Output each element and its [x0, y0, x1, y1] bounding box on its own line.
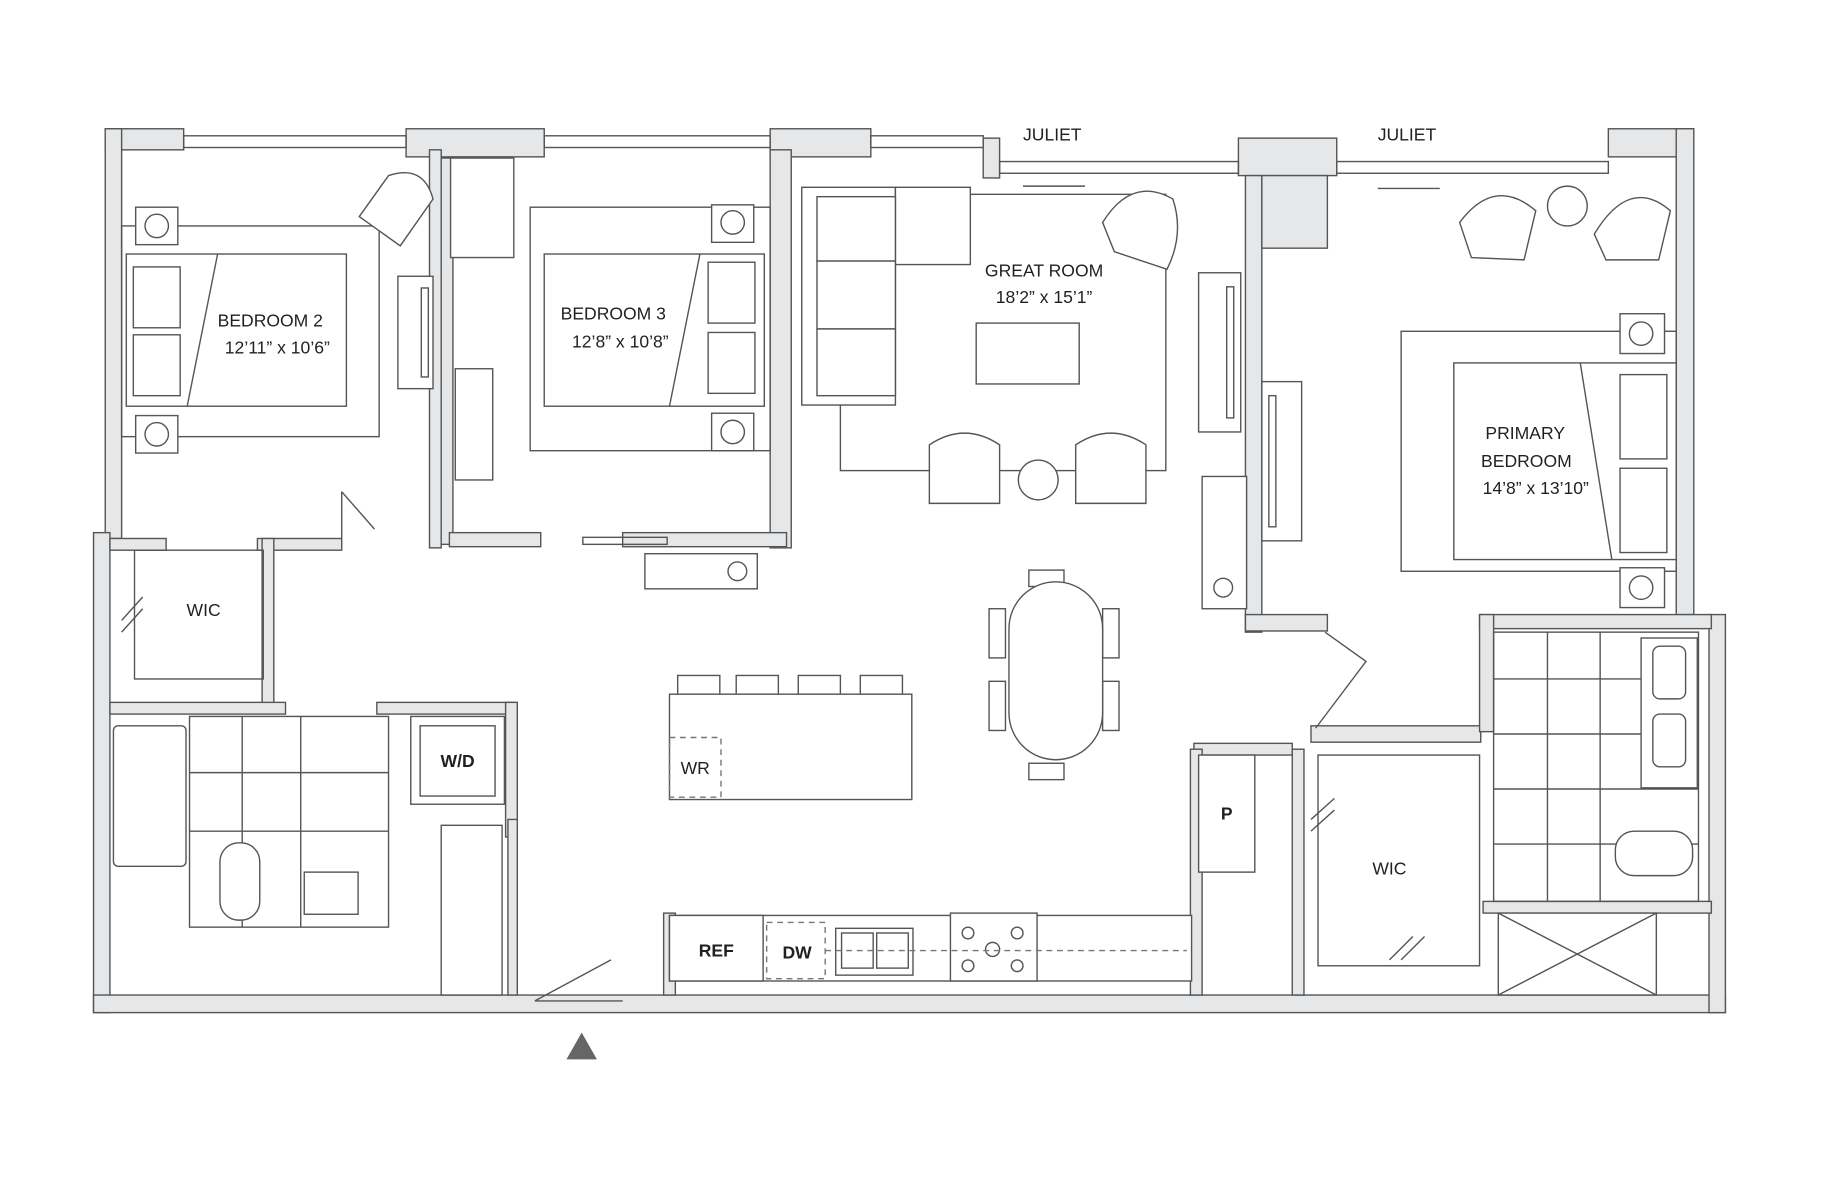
bedroom-3: BEDROOM 3 12’8” x 10’8”: [529, 204, 771, 590]
room-name: GREAT ROOM: [985, 260, 1103, 280]
sink: [835, 927, 914, 976]
armchair: [358, 172, 434, 247]
entry-door: [534, 959, 623, 1002]
toilet: [219, 842, 261, 921]
dresser: [454, 368, 494, 481]
room-name: WIC: [1372, 858, 1406, 878]
pantry-label: P: [1221, 803, 1233, 823]
room-size: 14’8” x 13’10”: [1483, 478, 1589, 498]
armchair: [1101, 190, 1179, 271]
coffee-table: [975, 322, 1080, 385]
bedroom-2: BEDROOM 2 12’11” x 10’6”: [120, 172, 434, 539]
room-name-line2: BEDROOM: [1481, 451, 1572, 471]
wic-right: WIC: [1310, 754, 1481, 967]
room-name: WIC: [187, 600, 221, 620]
sink: [303, 871, 359, 915]
dresser: [1261, 380, 1303, 542]
toilet: [1614, 830, 1694, 877]
armchair: [1074, 432, 1147, 505]
room-size: 12’8” x 10’8”: [572, 332, 669, 352]
primary-bath: [1492, 631, 1700, 996]
kitchen-counter: REF DW: [668, 912, 1193, 982]
armchair: [928, 432, 1001, 505]
juliet-label: JULIET: [1378, 124, 1437, 144]
kitchen-island: WR: [668, 674, 913, 801]
interior-walls: [109, 149, 1713, 996]
refrigerator: [668, 914, 764, 982]
room-size: 12’11” x 10’6”: [225, 338, 330, 358]
washer-dryer-inner: [419, 725, 496, 797]
windows: [182, 135, 1610, 174]
juliet-label: JULIET: [1023, 124, 1082, 144]
refrigerator-label: REF: [699, 940, 734, 960]
primary-bedroom: PRIMARY BEDROOM 14’8” x 13’10”: [1261, 185, 1677, 729]
closet: [449, 157, 515, 259]
armchair: [1593, 196, 1672, 261]
hall-bath: [112, 715, 390, 928]
cooktop: [949, 912, 1038, 982]
room-name: BEDROOM 3: [561, 304, 666, 324]
wic-left: WIC: [121, 549, 264, 680]
exterior-walls: [92, 128, 1727, 1014]
washer-dryer-label: W/D: [441, 751, 475, 771]
bathtub: [112, 725, 187, 867]
pantry: [1197, 754, 1256, 873]
entry-marker-icon: [566, 1032, 597, 1060]
wine-rack-label: WR: [681, 758, 710, 778]
room-name-line1: PRIMARY: [1485, 423, 1565, 443]
room-name: BEDROOM 2: [218, 311, 323, 331]
media-console: [1197, 272, 1242, 433]
dining-table: [988, 569, 1120, 781]
armchair: [1458, 195, 1537, 261]
great-room: JULIET JULIET GREAT ROOM 18’2” x 15’1”: [801, 124, 1440, 610]
dishwasher-label: DW: [782, 943, 812, 963]
closet: [440, 824, 503, 996]
room-size: 18’2” x 15’1”: [996, 287, 1093, 307]
